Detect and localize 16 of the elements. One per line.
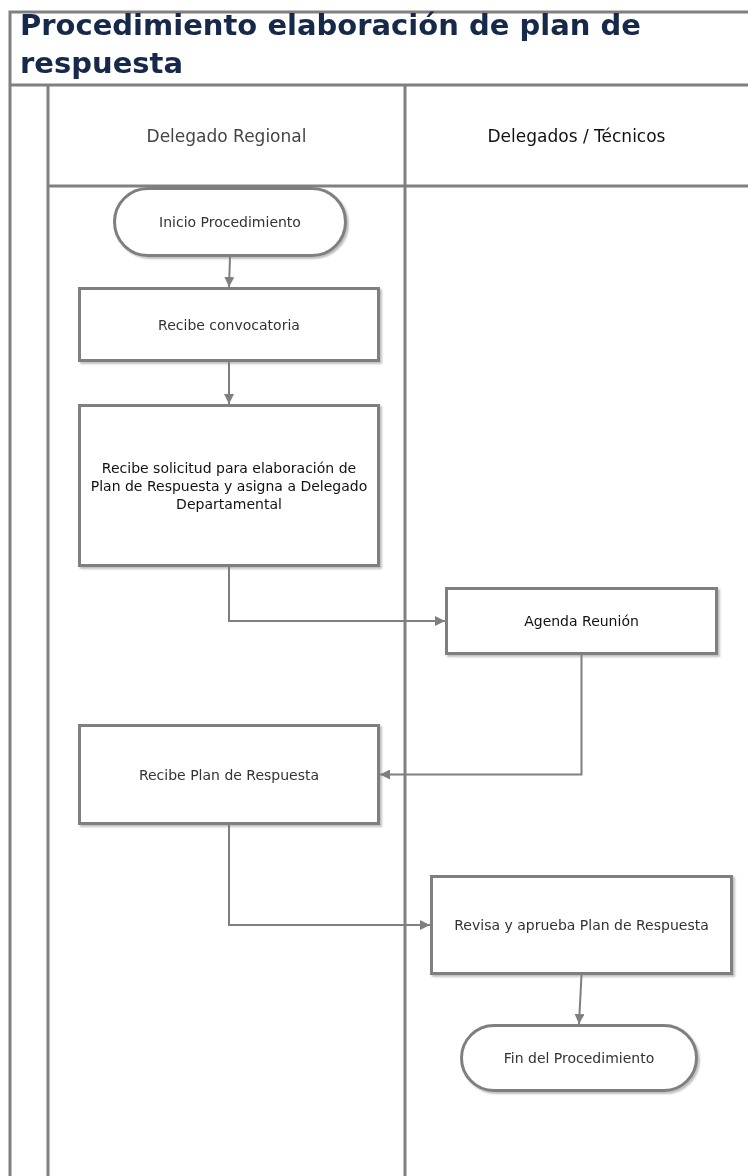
process-box: Agenda Reunión	[445, 587, 718, 655]
process-box: Recibe Plan de Respuesta	[78, 724, 380, 825]
arrow	[224, 361, 234, 405]
terminator-shape: Fin del Procedimiento	[460, 1024, 698, 1092]
process-box: Revisa y aprueba Plan de Respuesta	[430, 875, 733, 975]
arrow	[228, 566, 446, 626]
arrow	[228, 824, 431, 930]
lane-header: Delegado Regional	[145, 124, 308, 148]
arrow	[574, 974, 585, 1025]
process-box: Recibe convocatoria	[78, 287, 380, 362]
arrow	[224, 256, 235, 288]
arrow	[379, 654, 583, 780]
terminator-shape: Inicio Procedimiento	[113, 187, 347, 257]
process-box: Recibe solicitud para elaboración de Plan de Respuesta y asigna a Delegado Departamental	[78, 404, 380, 567]
diagram-title: Procedimiento elaboración de plan de respuesta	[20, 7, 642, 82]
lane-header: Delegados / Técnicos	[486, 124, 667, 148]
